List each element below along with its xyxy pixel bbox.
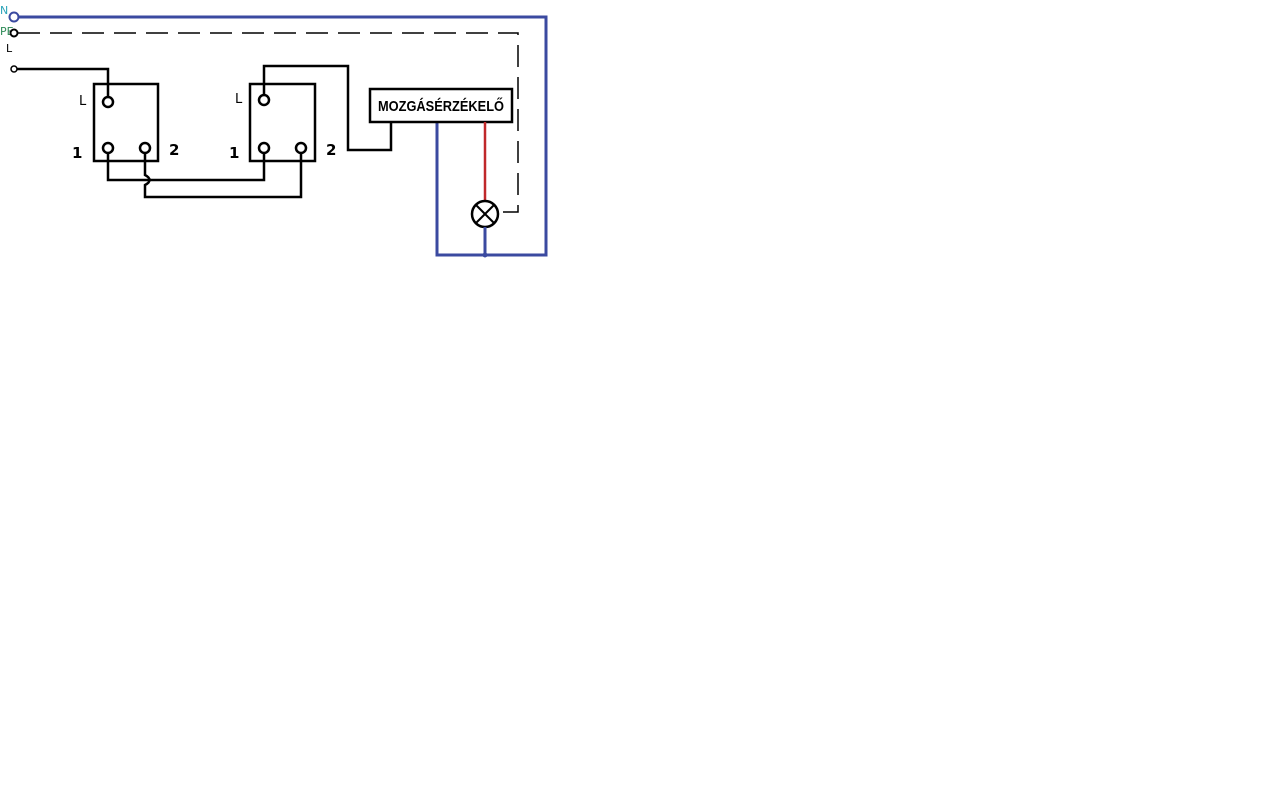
switch-1-body [92,82,160,163]
traveller-wire-1 [106,153,266,182]
pe-terminal [9,28,19,38]
lamp-cross-2 [475,204,495,224]
live-feed-wire [17,67,110,98]
live-terminal [10,65,18,73]
switched-live-wire [262,64,393,152]
switch-1-t1-label: 1 [72,144,82,162]
switch-2-terminal-1 [257,141,271,155]
motion-sensor-label: MOZGÁSÉRZÉKELŐ [378,97,504,115]
neutral-wire [18,15,548,257]
neutral-junction [482,252,488,258]
switch-1-terminal-2 [138,141,152,155]
switch-2-terminal-2 [294,141,308,155]
motion-sensor-box [368,87,514,124]
live-rail-label: L [6,42,13,55]
switch-1-l-label: L [79,94,87,109]
switch-2-t1-label: 1 [229,144,239,162]
switch-1-l-terminal [101,95,115,109]
traveller-wire-2 [143,153,303,199]
neutral-rail-label: N [0,4,8,17]
switch-2-body [248,82,317,163]
neutral-terminal [8,11,20,23]
switch-2-l-label: L [235,92,243,107]
switch-1-terminal-1 [101,141,115,155]
switch-2-t2-label: 2 [326,141,336,159]
switch-2-l-terminal [257,93,271,107]
switch-1-t2-label: 2 [169,141,179,159]
pe-wire [18,32,519,213]
